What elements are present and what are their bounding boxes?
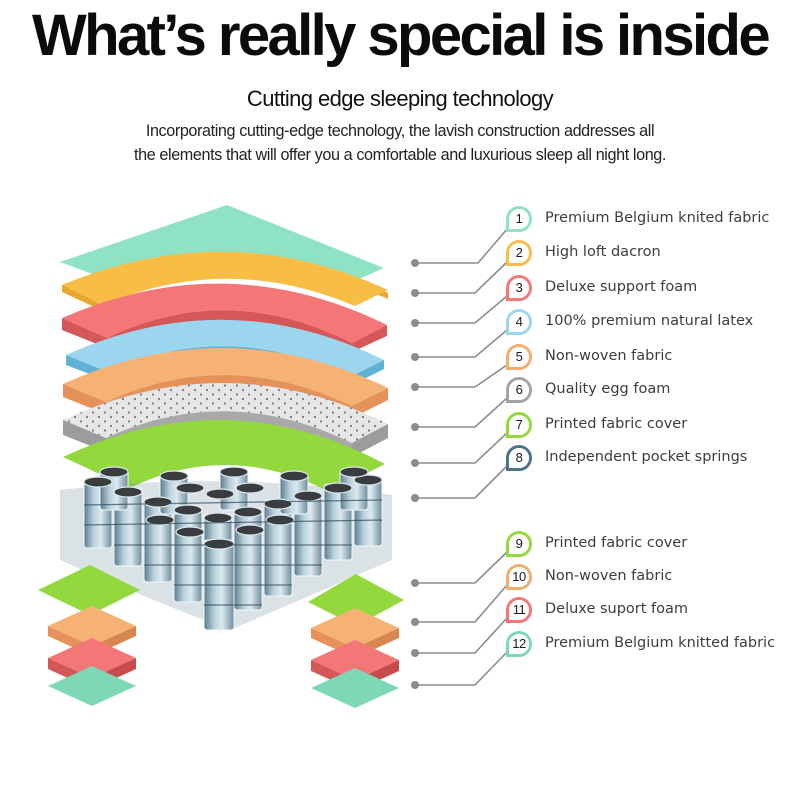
section-subtitle: Cutting edge sleeping technology — [246, 86, 554, 111]
legend-item-10: Non-woven fabric — [545, 568, 673, 584]
badge-10-icon: 10 — [506, 564, 532, 590]
legend-item-9: Printed fabric cover — [545, 535, 688, 551]
legend-item-12: Premium Belgium knitted fabric — [545, 635, 776, 651]
layer-2-dacron — [62, 251, 388, 311]
lower-left-stack — [38, 565, 140, 706]
badge-1-icon: 1 — [506, 206, 532, 232]
legend-item-11: Deluxe suport foam — [545, 601, 689, 617]
lower-right-stack — [308, 574, 404, 708]
badge-4-icon: 4 — [506, 309, 532, 335]
leader-dots — [411, 259, 419, 689]
legend-item-1: Premium Belgium knited fabric — [545, 210, 770, 226]
leader-lines — [415, 227, 509, 686]
badge-6-icon: 6 — [506, 377, 532, 403]
page-title: What’s really special is inside — [31, 3, 771, 68]
legend-item-8: Independent pocket springs — [545, 449, 748, 465]
layer-5-non-woven-fabric — [63, 347, 388, 418]
intro-line-1: Incorporating cutting-edge technology, t… — [145, 122, 655, 140]
intro-paragraph: Incorporating cutting-edge technology, t… — [80, 119, 720, 167]
legend-item-3: Deluxe support foam — [545, 279, 698, 295]
legend-item-6: Quality egg foam — [545, 381, 671, 397]
legend-item-4: 100% premium natural latex — [545, 313, 754, 329]
badge-9-icon: 9 — [506, 531, 532, 557]
layer-8-pocket-springs — [60, 466, 392, 631]
layer-3-support-foam — [62, 283, 387, 352]
badge-12-icon: 12 — [506, 631, 532, 657]
legend-item-7: Printed fabric cover — [545, 416, 688, 432]
legend-item-2: High loft dacron — [545, 244, 661, 260]
badge-11-icon: 11 — [506, 597, 532, 623]
badge-7-icon: 7 — [506, 412, 532, 438]
legend-item-5: Non-woven fabric — [545, 348, 673, 364]
badge-5-icon: 5 — [506, 344, 532, 370]
badge-2-icon: 2 — [506, 240, 532, 266]
badge-3-icon: 3 — [506, 275, 532, 301]
badge-8-icon: 8 — [506, 445, 532, 471]
intro-line-2: the elements that will offer you a comfo… — [134, 146, 666, 164]
